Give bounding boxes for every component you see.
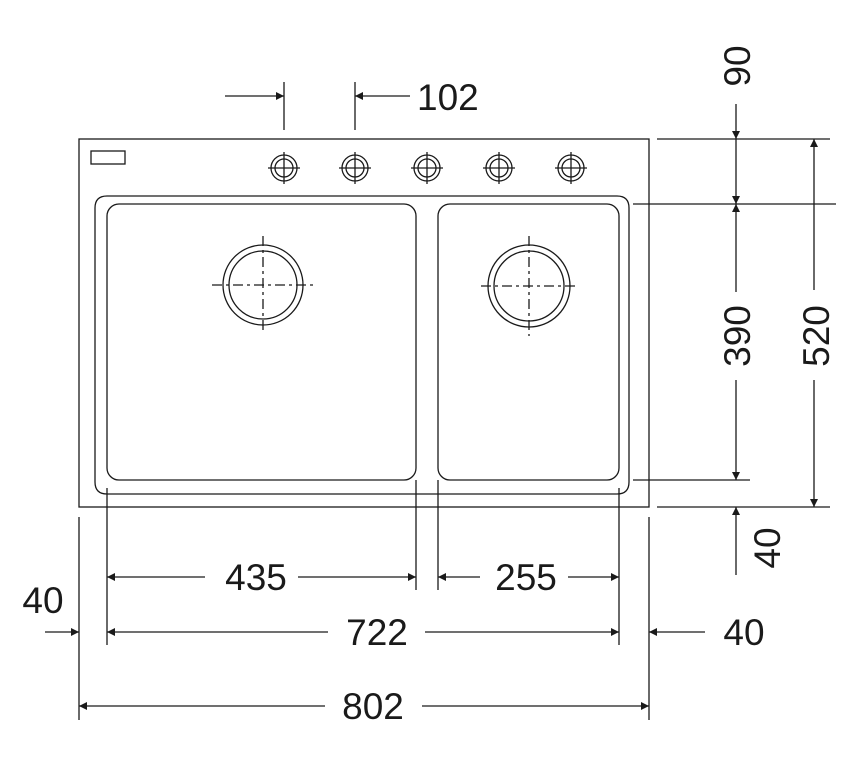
dimension-label-overall-width: 802 [342, 686, 404, 727]
dimension-label-right-rim: 40 [723, 612, 764, 653]
right-drain-icon [481, 236, 577, 336]
dimension-label-overall-depth: 520 [796, 305, 837, 367]
dimension-label-left-bowl-width: 435 [225, 557, 287, 598]
left-drain-icon [212, 236, 314, 334]
tap-hole-icon [339, 152, 371, 184]
dimension-label-bottom-rim: 40 [747, 527, 788, 568]
tap-hole-icon [555, 152, 587, 184]
dimension-label-right-bowl-width: 255 [495, 557, 557, 598]
dimension-label-tap-spacing: 102 [417, 77, 479, 118]
tap-hole-icon [268, 152, 300, 184]
dimension-label-bowl-depth: 390 [717, 305, 758, 367]
tap-hole-icon [411, 152, 443, 184]
label-plate [90, 150, 126, 165]
dimension-label-left-rim: 40 [22, 580, 63, 621]
left-bowl [106, 203, 417, 481]
sink-outer-outline [78, 138, 650, 508]
dimension-label-top-deck: 90 [717, 45, 758, 86]
right-bowl [437, 203, 620, 481]
dimension-label-inner-width: 722 [346, 612, 408, 653]
bowl-rim-outline [94, 195, 630, 495]
tap-hole-icon [483, 152, 515, 184]
